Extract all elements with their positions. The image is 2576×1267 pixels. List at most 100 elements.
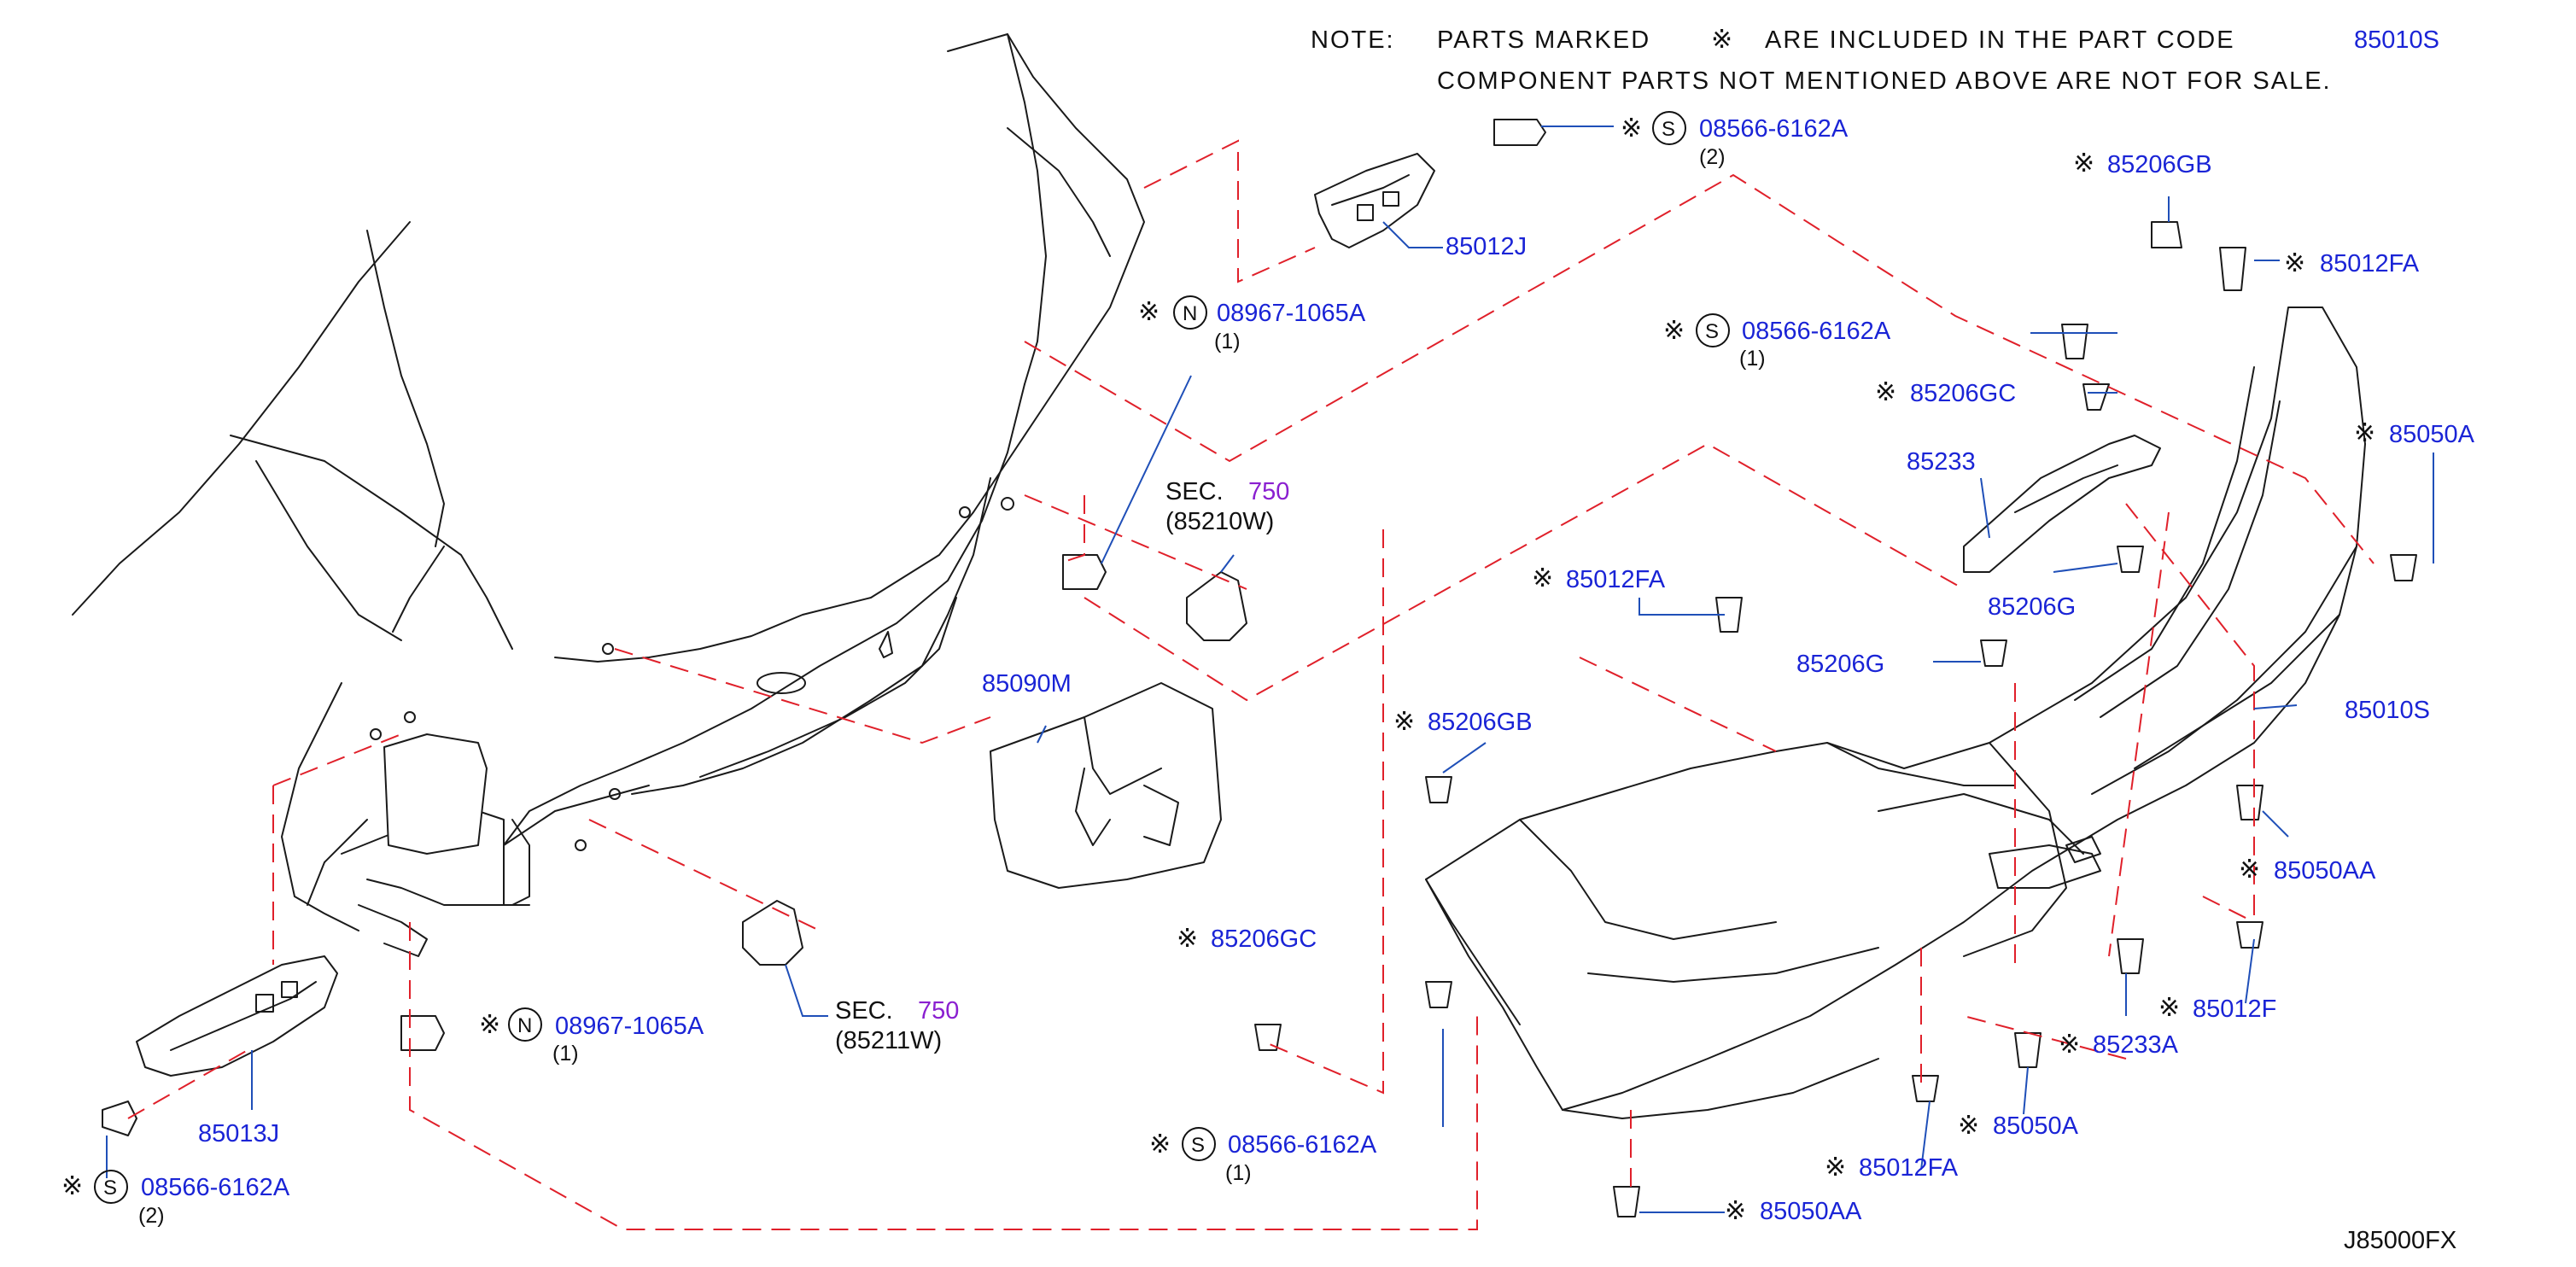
- callout-85012fa: ※ 85012FA: [1825, 1153, 1959, 1182]
- vehicle-body-outline: [72, 33, 1145, 957]
- part-number: 85013J: [198, 1120, 279, 1147]
- part-number: 85233: [1907, 448, 1976, 476]
- sec-750-part-85210w-shape: [1186, 571, 1247, 641]
- marked-symbol: ※: [1825, 1153, 1846, 1182]
- quantity: (1): [1739, 347, 1766, 371]
- quantity: (1): [1225, 1161, 1252, 1185]
- marked-symbol: ※: [2073, 149, 2094, 178]
- side-bracket-85233-shape: [1963, 435, 2161, 573]
- quantity: (2): [138, 1204, 165, 1228]
- part-number: 08566-6162A: [1699, 115, 1849, 143]
- callout-85233a: ※ 85233A: [2059, 1031, 2179, 1059]
- marked-symbol: ※: [2059, 1031, 2080, 1059]
- part-number: 85233A: [2093, 1031, 2179, 1059]
- callout-85050aa: ※ 85050AA: [1725, 1197, 1862, 1225]
- quantity: (1): [552, 1042, 579, 1066]
- note-line2: COMPONENT PARTS NOT MENTIONED ABOVE ARE …: [1437, 67, 2332, 95]
- part-number: 85012J: [1446, 233, 1527, 260]
- callout-08566-6162a: ※ S 08566-6162A (1): [1663, 313, 1891, 371]
- part-number: 85012FA: [1566, 566, 1666, 593]
- section-ref-number: 750: [1248, 478, 1289, 505]
- section-ref-number: 750: [918, 997, 959, 1025]
- part-number: 85206G: [1796, 651, 1884, 678]
- part-number: 85012FA: [2320, 250, 2420, 277]
- type-letter: N: [517, 1014, 532, 1037]
- callout-08967-1065a: ※ N 08967-1065A (1): [1138, 295, 1366, 353]
- callout-85090m: 85090M: [982, 670, 1072, 698]
- quantity: (2): [1699, 145, 1726, 169]
- type-circle: [1182, 1127, 1216, 1161]
- callout-85013j: 85013J: [198, 1120, 279, 1147]
- part-number: 85050A: [1993, 1112, 2079, 1140]
- assembly-dashed-lines: [127, 139, 2374, 1230]
- type-letter: S: [1191, 1134, 1205, 1157]
- callout-85206gb: ※ 85206GB: [1393, 708, 1533, 736]
- part-number: 08566-6162A: [141, 1174, 290, 1201]
- marked-symbol: ※: [2239, 855, 2260, 884]
- callout-08566-6162a: ※ S 08566-6162A (1): [1149, 1127, 1377, 1185]
- note-line1: PARTS MARKED: [1437, 26, 1650, 54]
- lower-bracket-85013j-shape: [136, 955, 338, 1077]
- marked-symbol: ※: [1532, 564, 1553, 593]
- part-number: 85206GB: [2107, 151, 2212, 178]
- marked-symbol: ※: [61, 1172, 83, 1200]
- part-number: 85050AA: [2274, 857, 2376, 885]
- marked-symbol: ※: [1663, 317, 1685, 345]
- callout-08967-1065a: ※ N 08967-1065A (1): [479, 1007, 704, 1066]
- callout-85012f: ※ 85012F: [2158, 994, 2276, 1023]
- section-ref-1: SEC. 750 (85210W): [1165, 478, 1289, 535]
- part-number: 08566-6162A: [1228, 1131, 1377, 1159]
- marked-symbol: ※: [1138, 298, 1159, 326]
- type-letter: N: [1183, 302, 1197, 325]
- note-mark: ※: [1711, 26, 1732, 54]
- part-number: 08967-1065A: [555, 1013, 704, 1040]
- callout-08566-6162a: ※ S 08566-6162A (2): [61, 1170, 290, 1228]
- callout-85012j: 85012J: [1446, 233, 1527, 260]
- marked-symbol: ※: [1725, 1197, 1746, 1225]
- note-line1-tail: ARE INCLUDED IN THE PART CODE: [1765, 26, 2235, 54]
- part-number: 08967-1065A: [1217, 300, 1366, 327]
- sec-750-part-85211w-shape: [742, 900, 803, 966]
- bumper-fascia-outline: [1425, 307, 2366, 1119]
- energy-absorber-85090m-shape: [990, 682, 1222, 889]
- type-letter: S: [1662, 118, 1675, 141]
- callout-85010s: 85010S: [2345, 697, 2430, 724]
- part-number: 85206G: [1988, 593, 2076, 621]
- marked-symbol: ※: [2158, 994, 2180, 1022]
- leader-lines: [106, 126, 2434, 1213]
- marked-symbol: ※: [1621, 114, 1642, 143]
- part-number: 08566-6162A: [1742, 318, 1891, 345]
- callout-85206g: 85206G: [1988, 593, 2076, 621]
- quantity: (1): [1214, 330, 1241, 353]
- callout-85012fa: ※ 85012FA: [2284, 249, 2420, 277]
- part-number: 85206GC: [1211, 925, 1317, 953]
- part-number: 85050AA: [1760, 1198, 1862, 1225]
- part-number: 85012FA: [1859, 1154, 1959, 1182]
- type-circle: [1696, 313, 1730, 347]
- callout-85206g: 85206G: [1796, 651, 1884, 678]
- section-ref-sub: (85210W): [1165, 508, 1274, 535]
- upper-bracket-85012j-shape: [1314, 153, 1435, 248]
- part-number: 85206GB: [1428, 709, 1533, 736]
- part-number: 85010S: [2345, 697, 2430, 724]
- callout-85012fa: ※ 85012FA: [1532, 564, 1666, 593]
- callout-85233: 85233: [1907, 448, 1976, 476]
- type-circle: [94, 1170, 128, 1204]
- diagram-code: J85000FX: [2344, 1227, 2456, 1254]
- marked-symbol: ※: [2284, 249, 2305, 277]
- callout-08566-6162a: ※ S 08566-6162A (2): [1621, 111, 1849, 169]
- type-circle: [508, 1007, 542, 1042]
- section-ref-label: SEC.: [835, 997, 893, 1025]
- callout-85206gc: ※ 85206GC: [1177, 925, 1317, 953]
- type-letter: S: [1705, 320, 1719, 343]
- part-number: 85206GC: [1910, 380, 2016, 407]
- note-line1-code: 85010S: [2354, 26, 2439, 54]
- section-ref-2: SEC. 750 (85211W): [835, 997, 959, 1054]
- part-number: 85050A: [2389, 421, 2475, 448]
- note-heading: NOTE:: [1311, 26, 1395, 54]
- callout-85050a: ※ 85050A: [2354, 419, 2475, 448]
- marked-symbol: ※: [1177, 925, 1198, 953]
- marked-symbol: ※: [479, 1011, 500, 1039]
- marked-symbol: ※: [1393, 708, 1415, 736]
